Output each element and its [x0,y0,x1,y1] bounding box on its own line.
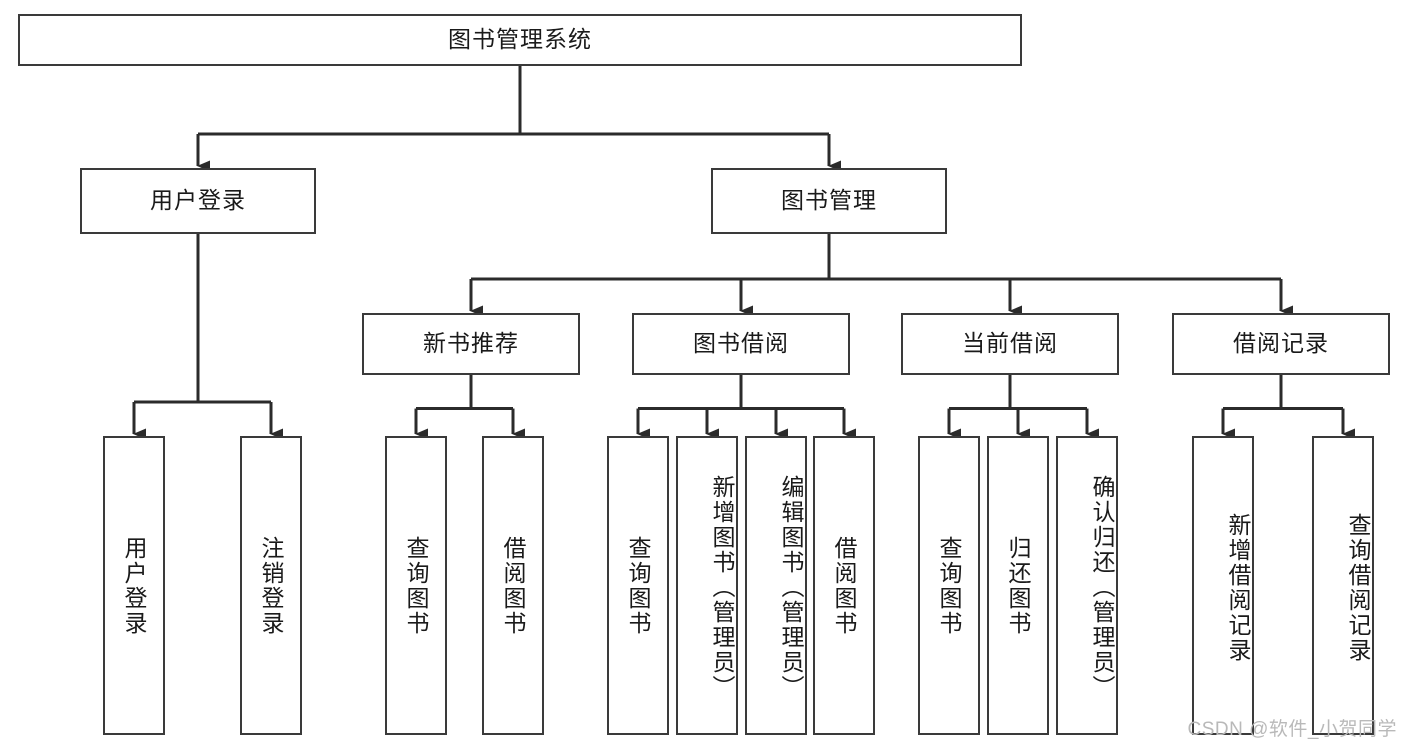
node-leaf-borrow-book-1[interactable]: 借阅图书 [482,436,544,735]
node-label: 用户登录 [121,535,148,636]
node-label: 借阅图书 [831,535,858,636]
node-current-borrow[interactable]: 当前借阅 [901,313,1119,375]
node-new-book-rec[interactable]: 新书推荐 [362,313,580,375]
node-borrow-record[interactable]: 借阅记录 [1172,313,1390,375]
node-label: 图书管理 [781,187,877,214]
node-label: 新增借阅记录 [1225,512,1251,663]
node-label: 编辑图书（管理员） [778,475,804,700]
node-label: 新书推荐 [423,330,519,357]
node-leaf-query-book-3[interactable]: 查询图书 [918,436,980,735]
node-label: 新增图书（管理员） [709,475,735,700]
node-leaf-logout[interactable]: 注销登录 [240,436,302,735]
node-label: 查询借阅记录 [1345,512,1371,663]
node-leaf-query-book-1[interactable]: 查询图书 [385,436,447,735]
node-label: 查询图书 [403,535,430,636]
node-label: 确认归还（管理员） [1089,475,1115,700]
node-user-login[interactable]: 用户登录 [80,168,316,234]
node-root[interactable]: 图书管理系统 [18,14,1022,66]
node-leaf-user-login[interactable]: 用户登录 [103,436,165,735]
node-label: 借阅图书 [500,535,527,636]
node-leaf-confirm-return[interactable]: 确认归还（管理员） [1056,436,1118,735]
node-book-borrow[interactable]: 图书借阅 [632,313,850,375]
node-label: 用户登录 [150,187,246,214]
node-label: 归还图书 [1005,535,1032,636]
node-label: 图书管理系统 [448,26,592,53]
node-label: 注销登录 [258,535,285,636]
node-leaf-query-record[interactable]: 查询借阅记录 [1312,436,1374,735]
node-book-manage[interactable]: 图书管理 [711,168,947,234]
node-label: 当前借阅 [962,330,1058,357]
node-leaf-add-record[interactable]: 新增借阅记录 [1192,436,1254,735]
node-label: 借阅记录 [1233,330,1329,357]
node-leaf-borrow-book-2[interactable]: 借阅图书 [813,436,875,735]
node-leaf-add-book-admin[interactable]: 新增图书（管理员） [676,436,738,735]
watermark-text: CSDN @软件_小贺同学 [1187,719,1397,740]
node-label: 查询图书 [936,535,963,636]
node-leaf-query-book-2[interactable]: 查询图书 [607,436,669,735]
node-label: 查询图书 [625,535,652,636]
node-label: 图书借阅 [693,330,789,357]
node-leaf-return-book[interactable]: 归还图书 [987,436,1049,735]
node-leaf-edit-book-admin[interactable]: 编辑图书（管理员） [745,436,807,735]
